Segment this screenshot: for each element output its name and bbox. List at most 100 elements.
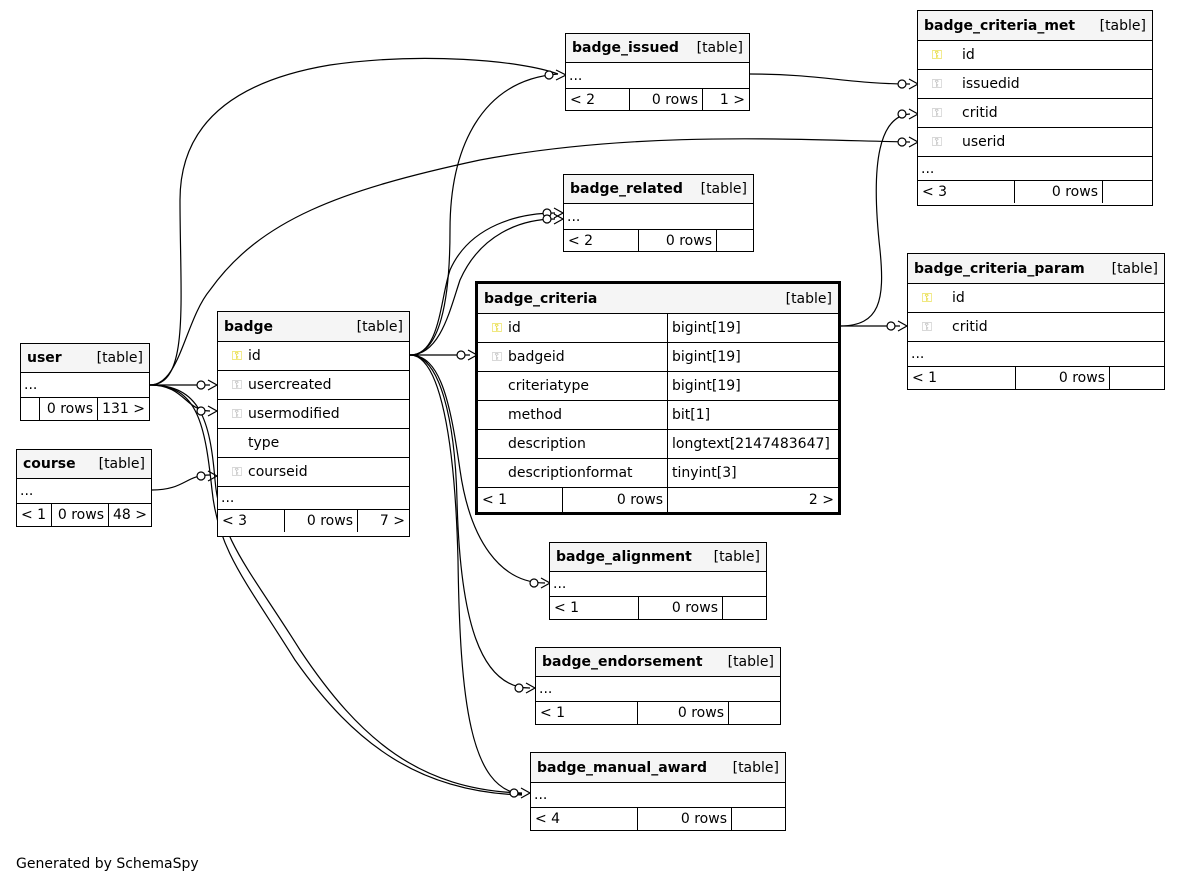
column-row[interactable]: ⚿id [218, 342, 409, 371]
table-footer: < 1 0 rows [908, 367, 1164, 389]
children-count[interactable] [731, 808, 785, 830]
table-name: badge_issued [572, 40, 679, 56]
table-badge-related[interactable]: badge_related [table] ... < 2 0 rows [563, 174, 754, 252]
table-kind: [table] [98, 456, 145, 472]
column-name: userid [962, 134, 1006, 150]
parents-count[interactable]: < 1 [21, 507, 47, 523]
table-badge-criteria-param[interactable]: badge_criteria_param [table] ⚿id ⚿critid… [907, 253, 1165, 390]
key-icon: ⚿ [492, 349, 502, 365]
table-footer: < 2 0 rows [564, 230, 753, 251]
parents-count[interactable]: < 3 [922, 184, 948, 200]
parents-count[interactable]: < 4 [535, 811, 561, 827]
column-name: usercreated [248, 377, 332, 393]
table-kind: [table] [785, 290, 832, 307]
more-columns: ... [21, 373, 149, 398]
link-badge-issued-criteria-met [749, 73, 911, 85]
link-badge-related-1 [409, 212, 556, 356]
link-badge-issued [409, 73, 559, 356]
column-row[interactable]: ⚿courseid [218, 458, 409, 487]
link-user-badge-manual-award-2 [149, 384, 523, 796]
parents-count[interactable]: < 1 [554, 600, 580, 616]
column-type: tinyint[3] [667, 459, 838, 487]
table-footer: < 3 0 rows [918, 181, 1152, 203]
table-header: badge_manual_award [table] [531, 753, 785, 783]
table-header: badge_endorsement [table] [536, 648, 780, 677]
table-name: user [27, 350, 62, 366]
table-badge-issued[interactable]: badge_issued [table] ... < 2 0 rows 1 > [565, 33, 750, 111]
column-name: critid [962, 105, 998, 121]
parents-count[interactable]: < 1 [912, 370, 938, 386]
column-row[interactable]: ⚿usermodified [218, 400, 409, 429]
table-footer: < 2 0 rows 1 > [566, 89, 749, 110]
key-icon: ⚿ [922, 290, 932, 306]
more-columns: ... [17, 479, 151, 504]
row-count: 0 rows [637, 702, 728, 724]
table-header: badge_alignment [table] [550, 543, 766, 572]
table-footer: < 3 0 rows 7 > [218, 510, 409, 532]
key-icon: ⚿ [232, 406, 242, 422]
table-name: badge_related [570, 181, 683, 197]
key-icon: ⚿ [922, 319, 932, 335]
children-count[interactable] [1109, 367, 1164, 389]
children-count[interactable]: 1 > [702, 89, 749, 110]
generated-by-caption: Generated by SchemaSpy [16, 856, 199, 872]
column-row[interactable]: ⚿userid [918, 128, 1152, 157]
parents-count[interactable]: < 1 [482, 492, 508, 508]
table-footer: < 1 0 rows [536, 702, 780, 724]
key-icon: ⚿ [232, 377, 242, 393]
table-badge-manual-award[interactable]: badge_manual_award [table] ... < 4 0 row… [530, 752, 786, 831]
table-course[interactable]: course [table] ... < 1 0 rows 48 > [16, 449, 152, 527]
row-count: 0 rows [629, 89, 702, 110]
children-count[interactable] [728, 702, 780, 724]
children-count[interactable]: 48 > [108, 504, 151, 526]
column-row[interactable]: ⚿ issuedid [918, 70, 1152, 99]
column-row[interactable]: ⚿id [908, 284, 1164, 313]
table-user[interactable]: user [table] ... 0 rows 131 > [20, 343, 150, 421]
table-kind: [table] [727, 654, 774, 670]
key-icon: ⚿ [932, 76, 942, 92]
column-name: criteriatype [508, 378, 589, 394]
more-columns: ... [218, 487, 409, 510]
column-row[interactable]: ⚿ usercreated [218, 371, 409, 400]
column-row[interactable]: ⚿id [918, 41, 1152, 70]
column-name: issuedid [962, 76, 1020, 92]
parents-count[interactable]: < 1 [540, 705, 566, 721]
table-header: course [table] [17, 450, 151, 479]
parents-count[interactable]: < 3 [222, 513, 248, 529]
column-type: bigint[19] [667, 343, 838, 371]
more-columns: ... [908, 342, 1164, 367]
parents-count[interactable]: < 2 [568, 232, 594, 249]
table-badge-alignment[interactable]: badge_alignment [table] ... < 1 0 rows [549, 542, 767, 620]
key-icon: ⚿ [932, 47, 942, 63]
row-count: 0 rows [284, 510, 357, 532]
table-footer: < 1 0 rows 48 > [17, 504, 151, 526]
link-user-badge-issued [149, 57, 559, 386]
table-header: badge_issued [table] [566, 34, 749, 63]
parents-count[interactable] [21, 398, 39, 420]
link-user-badge-criteria-met [149, 138, 911, 386]
column-row[interactable]: ⚿critid [918, 99, 1152, 128]
children-count[interactable]: 2 > [667, 488, 838, 512]
children-count[interactable] [722, 597, 766, 619]
table-badge-endorsement[interactable]: badge_endorsement [table] ... < 1 0 rows [535, 647, 781, 725]
key-icon: ⚿ [232, 348, 242, 364]
table-badge[interactable]: badge [table] ⚿id ⚿usercreated ⚿usermodi… [217, 311, 410, 537]
column-row[interactable]: ⚿critid [908, 313, 1164, 342]
link-criteria-met-critid [839, 113, 911, 327]
children-count[interactable]: 7 > [357, 510, 409, 532]
table-kind: [table] [732, 759, 779, 776]
children-count[interactable]: 131 > [97, 398, 149, 420]
children-count[interactable] [716, 230, 753, 251]
column-name: descriptionformat [508, 465, 633, 481]
column-row[interactable]: ⚿type [218, 429, 409, 458]
parents-count[interactable]: < 2 [570, 91, 596, 108]
table-badge-criteria-met[interactable]: badge_criteria_met [table] ⚿id ⚿issuedid… [917, 10, 1153, 206]
children-count[interactable] [1102, 181, 1152, 203]
